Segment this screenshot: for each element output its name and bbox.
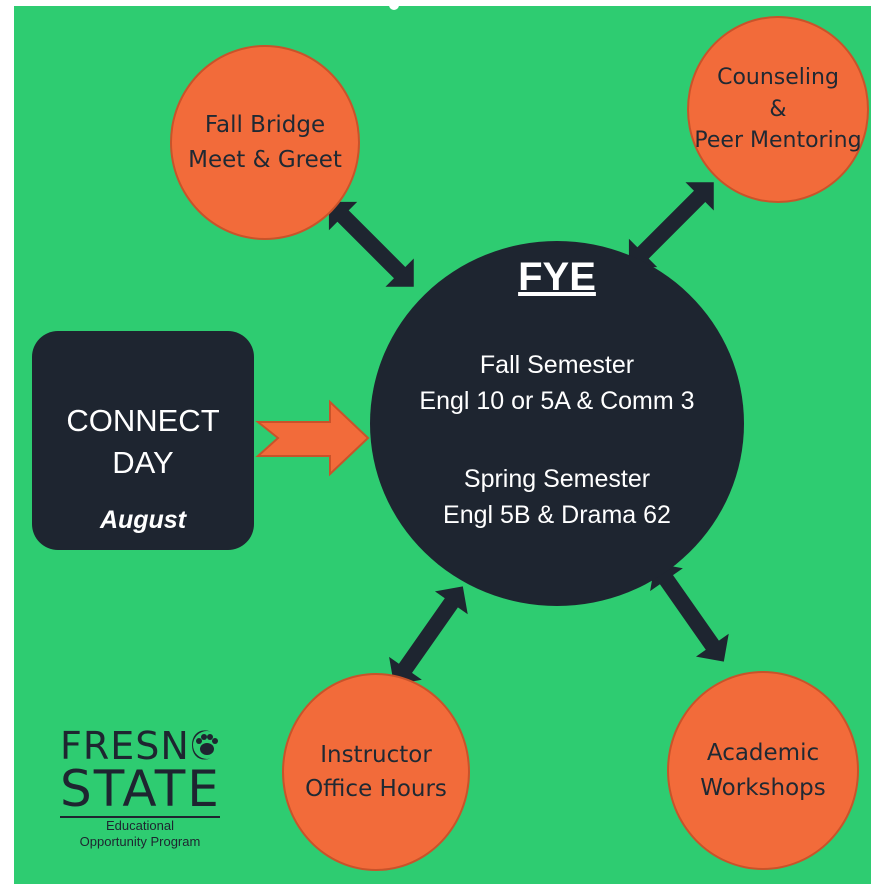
fall-semester-block: Fall Semester Engl 10 or 5A & Comm 3 xyxy=(370,347,744,419)
top-marker xyxy=(389,0,399,10)
fall-semester-label: Fall Semester xyxy=(479,351,635,379)
arrow-counseling-fye xyxy=(628,182,714,268)
counseling-line2: & xyxy=(769,96,787,122)
connect-day-box: CONNECT DAY August xyxy=(32,331,254,550)
instructor-node: Instructor Office Hours xyxy=(282,673,470,871)
arrow-academic-fye xyxy=(650,563,729,662)
counseling-line1: Counseling xyxy=(717,64,839,90)
logo-word-state: STATE xyxy=(60,760,221,818)
fall-bridge-line1: Fall Bridge xyxy=(204,112,326,138)
fall-semester-courses: Engl 10 or 5A & Comm 3 xyxy=(419,387,695,415)
logo-subtitle-line2: Opportunity Program xyxy=(79,834,201,849)
paw-icon xyxy=(193,731,221,759)
fall-bridge-node: Fall Bridge Meet & Greet xyxy=(170,45,360,240)
spring-semester-label: Spring Semester xyxy=(463,465,651,493)
fye-hub: FYE Fall Semester Engl 10 or 5A & Comm 3… xyxy=(370,241,744,606)
fresno-state-logo: FRESNO STATE Educational Opportunity Pro… xyxy=(60,727,230,850)
academic-node: Academic Workshops xyxy=(667,671,859,870)
spring-semester-block: Spring Semester Engl 5B & Drama 62 xyxy=(370,461,744,533)
academic-line2: Workshops xyxy=(700,774,826,801)
logo-subtitle-line1: Educational xyxy=(106,818,174,833)
arrow-instructor-fye xyxy=(389,586,468,685)
logo-divider xyxy=(60,816,220,818)
instructor-line1: Instructor xyxy=(320,741,432,768)
arrow-connect-fye xyxy=(255,399,370,477)
counseling-node: Counseling & Peer Mentoring xyxy=(687,16,869,203)
fall-bridge-line2: Meet & Greet xyxy=(188,146,342,173)
academic-line1: Academic xyxy=(706,740,820,766)
fye-title: FYE xyxy=(518,255,596,299)
instructor-line2: Office Hours xyxy=(305,776,447,802)
counseling-line3: Peer Mentoring xyxy=(694,128,862,154)
arrow-fall-bridge-fye xyxy=(328,201,414,287)
spring-semester-courses: Engl 5B & Drama 62 xyxy=(443,501,671,529)
connect-day-line2: DAY xyxy=(112,445,174,480)
connect-day-line1: CONNECT xyxy=(66,403,220,438)
connect-day-month: August xyxy=(99,506,187,534)
